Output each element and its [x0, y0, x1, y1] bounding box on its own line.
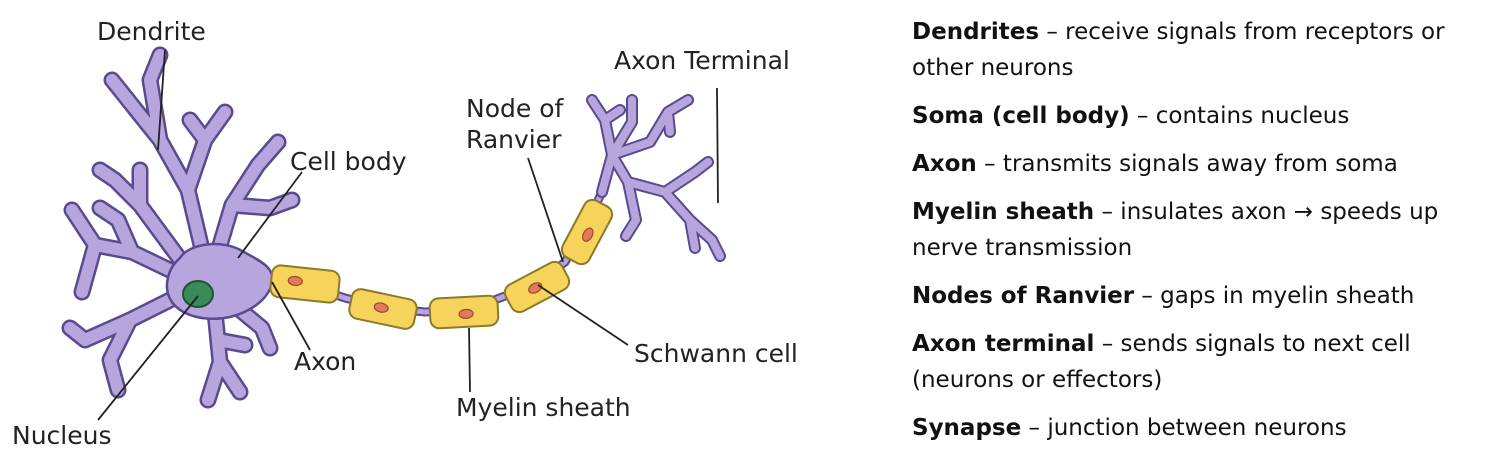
- definition-term: Soma (cell body): [912, 103, 1130, 129]
- definition-item: Nodes of Ranvier – gaps in myelin sheath: [912, 278, 1492, 314]
- label-dendrite: Dendrite: [97, 17, 206, 46]
- leader-lines: [97, 49, 719, 421]
- dendrites: [61, 46, 301, 409]
- schwann-cell: [269, 264, 341, 304]
- label-node-of-ranvier-2: Ranvier: [466, 125, 562, 154]
- schwann-cell: [348, 288, 418, 330]
- cell-body: [165, 242, 274, 320]
- definition-term: Axon: [912, 151, 977, 177]
- definition-term: Axon terminal: [912, 331, 1095, 357]
- definition-desc: – gaps in myelin sheath: [1134, 283, 1415, 309]
- definition-desc: – transmits signals away from soma: [976, 151, 1398, 177]
- label-schwann-cell: Schwann cell: [634, 339, 798, 368]
- schwann-cell: [560, 198, 614, 266]
- definition-item: Myelin sheath – insulates axon → speeds …: [912, 194, 1492, 266]
- label-node-of-ranvier-1: Node of: [466, 94, 564, 123]
- definition-term: Dendrites: [912, 19, 1040, 45]
- nucleus: [182, 280, 214, 308]
- definition-desc: – contains nucleus: [1129, 103, 1350, 129]
- axon-terminal: [586, 94, 726, 262]
- definition-desc: – sends signals to next cell (neurons or…: [912, 331, 1411, 393]
- definition-term: Synapse: [912, 415, 1022, 441]
- neuron-diagram: Dendrite Axon Terminal Node of Ranvier C…: [12, 17, 798, 450]
- definition-item: Dendrites – receive signals from recepto…: [912, 14, 1492, 86]
- definition-term: Myelin sheath: [912, 199, 1095, 225]
- definition-desc: – insulates axon → speeds up nerve trans…: [912, 199, 1439, 261]
- definition-item: Soma (cell body) – contains nucleus: [912, 98, 1492, 134]
- definition-item: Axon – transmits signals away from soma: [912, 146, 1492, 182]
- definitions-list: Dendrites – receive signals from recepto…: [912, 14, 1492, 458]
- schwann-cell: [428, 294, 500, 330]
- definition-desc: – junction between neurons: [1021, 415, 1347, 441]
- label-axon: Axon: [294, 347, 356, 376]
- definition-item: Axon terminal – sends signals to next ce…: [912, 326, 1492, 398]
- label-axon-terminal: Axon Terminal: [614, 46, 790, 75]
- label-cell-body: Cell body: [290, 147, 407, 176]
- label-nucleus: Nucleus: [12, 421, 112, 450]
- definition-desc: – receive signals from receptors or othe…: [912, 19, 1445, 81]
- definition-term: Nodes of Ranvier: [912, 283, 1135, 309]
- label-myelin-sheath: Myelin sheath: [456, 393, 631, 422]
- schwann-cell: [503, 260, 571, 314]
- myelin-sheath: [269, 198, 614, 330]
- definition-item: Synapse – junction between neurons: [912, 410, 1492, 446]
